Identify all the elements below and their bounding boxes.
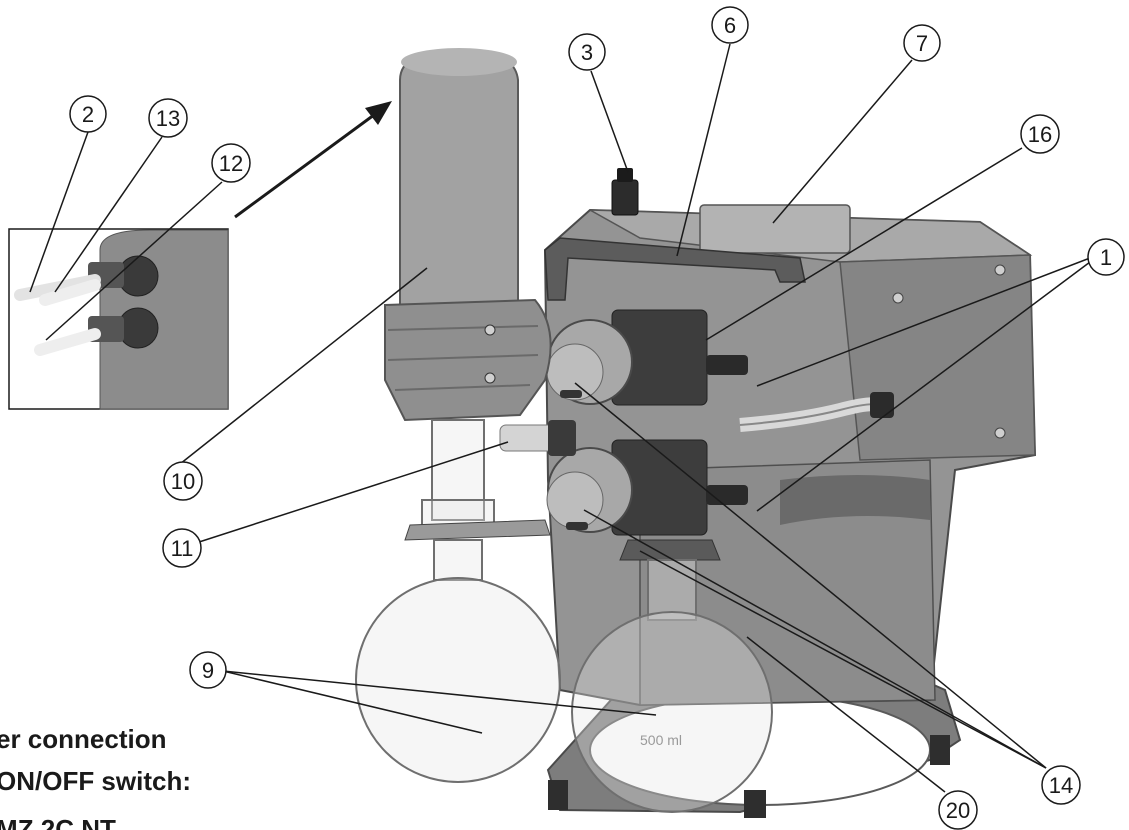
caption-line-2: ON/OFF switch: bbox=[0, 766, 191, 796]
svg-text:20: 20 bbox=[946, 798, 970, 823]
leader-6 bbox=[676, 43, 731, 257]
detail-arrow bbox=[234, 101, 392, 219]
svg-text:6: 6 bbox=[724, 13, 736, 38]
svg-text:3: 3 bbox=[581, 40, 593, 65]
leader-13 bbox=[54, 136, 163, 293]
controller-display bbox=[699, 204, 851, 254]
pump-head-upper bbox=[546, 309, 748, 406]
callout-20: 20 bbox=[938, 790, 978, 830]
leader-9b bbox=[222, 670, 657, 716]
callout-11: 11 bbox=[162, 528, 202, 568]
leader-1a bbox=[756, 257, 1091, 387]
callout-1: 1 bbox=[1087, 238, 1125, 276]
callout-10: 10 bbox=[163, 461, 203, 501]
round-flask-right: 500 ml bbox=[571, 539, 773, 813]
svg-text:9: 9 bbox=[202, 658, 214, 683]
callout-3: 3 bbox=[568, 33, 606, 71]
svg-text:14: 14 bbox=[1049, 773, 1073, 798]
callout-12: 12 bbox=[211, 143, 251, 183]
svg-text:13: 13 bbox=[156, 106, 180, 131]
callout-14: 14 bbox=[1041, 765, 1081, 805]
svg-text:7: 7 bbox=[916, 31, 928, 56]
flask-volume-marking: 500 ml bbox=[640, 732, 682, 748]
leader-9a bbox=[222, 670, 483, 734]
inset-detail bbox=[8, 228, 229, 410]
callout-6: 6 bbox=[711, 6, 749, 44]
leader-10 bbox=[179, 267, 428, 465]
leader-20 bbox=[746, 636, 946, 793]
svg-text:1: 1 bbox=[1100, 245, 1112, 270]
leader-7 bbox=[772, 59, 913, 224]
leader-16 bbox=[705, 147, 1023, 341]
callout-13: 13 bbox=[148, 98, 188, 138]
leader-14c bbox=[639, 550, 1047, 769]
svg-text:12: 12 bbox=[219, 151, 243, 176]
svg-text:2: 2 bbox=[82, 102, 94, 127]
caption-line-3: MZ 2C NT bbox=[0, 814, 116, 830]
caption-line-1: er connection bbox=[0, 724, 166, 754]
carrying-handle bbox=[544, 237, 806, 301]
exhaust-condenser bbox=[384, 48, 576, 541]
svg-text:10: 10 bbox=[171, 469, 195, 494]
callout-16: 16 bbox=[1020, 114, 1060, 154]
leader-2 bbox=[29, 131, 89, 293]
svg-text:11: 11 bbox=[171, 536, 194, 561]
callout-2: 2 bbox=[69, 95, 107, 133]
leader-11 bbox=[195, 441, 509, 544]
pump-illustration: 500 ml bbox=[355, 48, 1037, 818]
leader-1b bbox=[756, 261, 1091, 512]
round-flask-left bbox=[355, 539, 561, 783]
callout-9: 9 bbox=[189, 651, 227, 689]
callout-7: 7 bbox=[903, 24, 941, 62]
pump-head-lower bbox=[546, 439, 748, 536]
caption-fragments: er connection ON/OFF switch: MZ 2C NT bbox=[0, 724, 191, 830]
leader-3 bbox=[590, 70, 629, 173]
leader-12 bbox=[45, 181, 223, 341]
svg-text:16: 16 bbox=[1028, 122, 1052, 147]
leader-lines bbox=[29, 43, 1091, 793]
leader-14a bbox=[574, 382, 1047, 769]
leader-14b bbox=[583, 509, 1047, 769]
